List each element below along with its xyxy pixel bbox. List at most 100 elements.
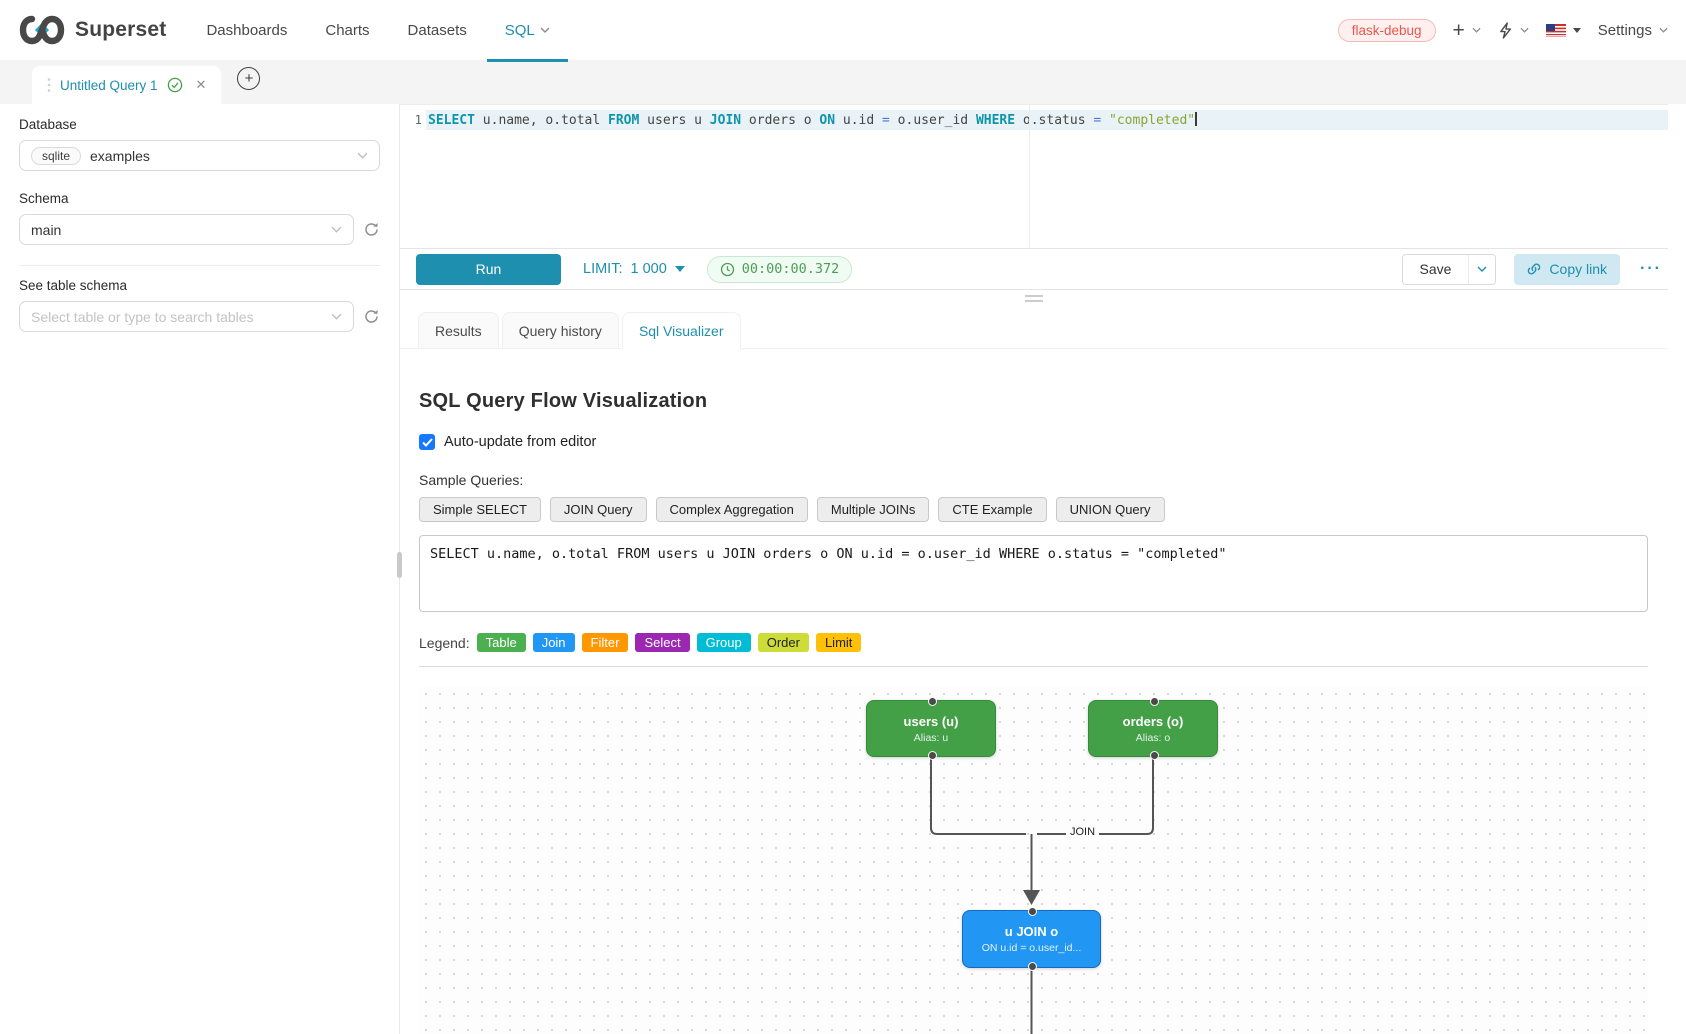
sql-editor[interactable]: 1 SELECT u.name, o.total FROM users u JO… [400, 104, 1668, 248]
nav-datasets[interactable]: Datasets [407, 21, 467, 39]
table-select-placeholder: Select table or type to search tables [31, 308, 254, 325]
sql-code-line[interactable]: SELECT u.name, o.total FROM users u JOIN… [428, 112, 1197, 128]
settings-menu[interactable]: Settings [1598, 22, 1668, 39]
flow-edges [930, 757, 1154, 1034]
visualizer-content: SQL Query Flow Visualization Auto-update… [400, 349, 1668, 1034]
node-title: users (u) [903, 713, 959, 729]
tab-results[interactable]: Results [418, 312, 499, 349]
refresh-tables-button[interactable] [363, 308, 380, 325]
flow-node-users[interactable]: users (u) Alias: u [866, 697, 996, 760]
database-value: examples [90, 147, 150, 164]
sample-query-button[interactable]: Multiple JOINs [816, 497, 930, 522]
check-icon [421, 437, 433, 447]
legend-chip: Limit [815, 633, 862, 652]
caret-down-icon [674, 266, 685, 272]
sample-query-button[interactable]: Simple SELECT [419, 497, 541, 522]
sample-buttons: Simple SELECT JOIN Query Complex Aggregati… [419, 497, 1648, 522]
content-divider [419, 666, 1648, 667]
nav-sql-label: SQL [504, 21, 535, 39]
refresh-icon [365, 222, 378, 236]
environment-badge: flask-debug [1337, 18, 1436, 42]
query-tab[interactable]: Untitled Query 1 ✕ [32, 66, 222, 104]
app-header: Superset Dashboards Charts Datasets SQL … [0, 0, 1686, 62]
drag-handle-icon [47, 78, 51, 92]
main-row: Database sqlite examples Schema main [0, 104, 1686, 1034]
nav-charts[interactable]: Charts [325, 21, 370, 39]
nav-dashboards[interactable]: Dashboards [206, 21, 288, 39]
node-title: orders (o) [1122, 713, 1184, 729]
limit-value: 1 000 [630, 261, 667, 277]
run-button[interactable]: Run [416, 253, 561, 285]
legend-chip: Order [757, 633, 809, 652]
legend-chip: Join [532, 633, 575, 652]
save-dropdown-caret[interactable] [1468, 254, 1495, 284]
text-cursor [1195, 112, 1197, 126]
nav-sql[interactable]: SQL [486, 21, 568, 62]
settings-label: Settings [1597, 21, 1652, 39]
line-number: 1 [414, 112, 422, 127]
table-select[interactable]: Select table or type to search tables [19, 301, 354, 332]
check-circle-icon [167, 77, 182, 93]
clock-icon [720, 262, 734, 276]
flow-node-orders[interactable]: orders (o) Alias: o [1088, 697, 1218, 760]
link-icon [1528, 263, 1541, 275]
copy-link-button[interactable]: Copy link [1514, 253, 1621, 285]
timer-value: 00:00:00.372 [741, 261, 840, 277]
brand-name: Superset [75, 18, 167, 41]
chevron-down-icon [1477, 266, 1487, 272]
query-tab-title: Untitled Query 1 [60, 77, 158, 93]
language-picker[interactable] [1545, 23, 1581, 37]
active-line-highlight [426, 110, 1668, 130]
flow-node-join[interactable]: u JOIN o ON u.id = o.user_id... [962, 907, 1101, 971]
chevron-down-icon [1472, 27, 1481, 33]
new-item-menu[interactable]: + [1453, 20, 1481, 41]
caret-down-icon [1572, 27, 1581, 33]
limit-dropdown[interactable]: LIMIT: 1 000 [583, 261, 685, 277]
copy-link-label: Copy link [1549, 261, 1608, 277]
chevron-down-icon [540, 27, 550, 33]
sample-query-button[interactable]: UNION Query [1055, 497, 1165, 522]
limit-label: LIMIT: [583, 261, 623, 277]
join-edge-label: JOIN [1066, 826, 1100, 838]
sqllab-sidebar: Database sqlite examples Schema main [0, 104, 402, 1034]
sample-query-button[interactable]: CTE Example [938, 497, 1047, 522]
node-subtitle: Alias: o [1135, 731, 1171, 744]
auto-update-checkbox[interactable] [419, 434, 435, 450]
superset-logo[interactable]: Superset [18, 13, 166, 47]
schema-select[interactable]: main [19, 214, 354, 245]
query-tabbar: Untitled Query 1 ✕ + [0, 60, 1686, 104]
database-label: Database [19, 117, 77, 132]
chevron-down-icon [1659, 27, 1668, 33]
sidebar-divider [19, 265, 380, 266]
add-query-tab-button[interactable]: + [237, 66, 261, 90]
tab-query-history[interactable]: Query history [501, 312, 619, 349]
tab-sql-visualizer[interactable]: Sql Visualizer [621, 312, 741, 349]
database-select[interactable]: sqlite examples [19, 140, 380, 171]
query-timer: 00:00:00.372 [706, 255, 853, 283]
legend-chip: Table [476, 633, 526, 652]
legend-chip: Group [696, 633, 751, 652]
refresh-icon [365, 309, 378, 323]
chevron-down-icon [331, 313, 342, 320]
lightning-icon [1499, 21, 1511, 39]
database-engine-tag: sqlite [31, 146, 82, 165]
more-options-button[interactable]: ··· [1634, 259, 1668, 279]
flow-canvas[interactable]: users (u) Alias: u orders (o) Alias: o u… [419, 687, 1648, 1034]
sample-query-button[interactable]: Complex Aggregation [655, 497, 808, 522]
close-icon[interactable]: ✕ [195, 77, 207, 92]
sql-input[interactable]: SELECT u.name, o.total FROM users u JOIN… [419, 535, 1648, 612]
refresh-schemas-button[interactable] [363, 221, 380, 238]
node-subtitle: ON u.id = o.user_id... [981, 942, 1082, 954]
sidebar-resize-grip[interactable] [397, 552, 402, 578]
chevron-down-icon [331, 226, 342, 233]
sample-query-button[interactable]: JOIN Query [549, 497, 647, 522]
header-right: flask-debug + Settings [1337, 18, 1668, 42]
save-button-group: Save [1401, 253, 1497, 285]
south-pane: Results Query history Sql Visualizer SQL… [400, 290, 1668, 1034]
schema-label: Schema [19, 191, 69, 206]
chevron-down-icon [1520, 27, 1529, 33]
pane-resize-grip[interactable] [1025, 295, 1043, 302]
save-button[interactable]: Save [1402, 254, 1469, 284]
query-search-menu[interactable] [1498, 21, 1529, 39]
